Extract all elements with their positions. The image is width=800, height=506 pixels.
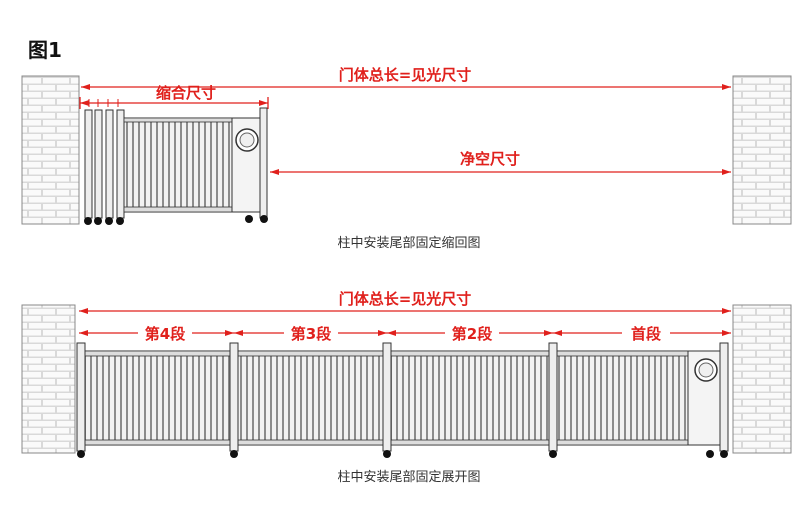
gate-post (229, 342, 239, 452)
total-length-label-top: 门体总长=见光尺寸 (339, 66, 472, 84)
right-brick-pillar-bottom (732, 304, 792, 454)
wheel-icon (383, 450, 391, 458)
gate-post (382, 342, 392, 452)
segment-4-label: 第4段 (145, 325, 185, 343)
wheel-icon (245, 215, 253, 223)
left-brick-pillar-bottom (21, 304, 76, 454)
segment-2-label: 第2段 (452, 325, 492, 343)
segment-3-label: 第3段 (291, 325, 331, 343)
wheel-icon (230, 450, 238, 458)
retracted-gate (84, 107, 268, 225)
wheel-icon (116, 217, 124, 225)
dim-clear-opening (270, 169, 731, 175)
wheel-icon (706, 450, 714, 458)
dim-retracted-size (79, 97, 269, 109)
wheel-icon (260, 215, 268, 223)
bottom-diagram-caption: 柱中安装尾部固定展开图 (337, 470, 480, 485)
dim-total-length-top (81, 84, 731, 90)
gate-post (76, 342, 86, 452)
wheel-icon (77, 450, 85, 458)
wheel-icon (94, 217, 102, 225)
wheel-icon (549, 450, 557, 458)
right-brick-pillar-top (732, 75, 792, 225)
motor-unit-icon (235, 128, 259, 152)
figure-label: 图1 (28, 38, 62, 62)
top-diagram: 门体总长=见光尺寸 缩合尺寸 净空尺寸 柱中安装尾部固定缩回图 (21, 66, 792, 251)
left-brick-pillar-top (21, 75, 80, 225)
wheel-icon (105, 217, 113, 225)
dim-total-length-bottom (79, 308, 731, 314)
total-length-label-bottom: 门体总长=见光尺寸 (339, 290, 472, 308)
first-segment-label: 首段 (631, 325, 661, 343)
motor-unit-icon (694, 358, 718, 382)
bottom-diagram: 门体总长=见光尺寸 第4段 第3段 第2段 首段 柱中安装尾部固定展开图 (21, 290, 792, 485)
gate-post (548, 342, 558, 452)
extended-gate (76, 342, 729, 458)
gate-post (719, 342, 729, 452)
segment-labels: 第4段 第3段 第2段 首段 (138, 320, 670, 343)
clear-opening-label: 净空尺寸 (460, 150, 520, 168)
retracted-size-label: 缩合尺寸 (156, 84, 216, 102)
wheel-icon (720, 450, 728, 458)
top-diagram-caption: 柱中安装尾部固定缩回图 (337, 235, 480, 251)
wheel-icon (84, 217, 92, 225)
